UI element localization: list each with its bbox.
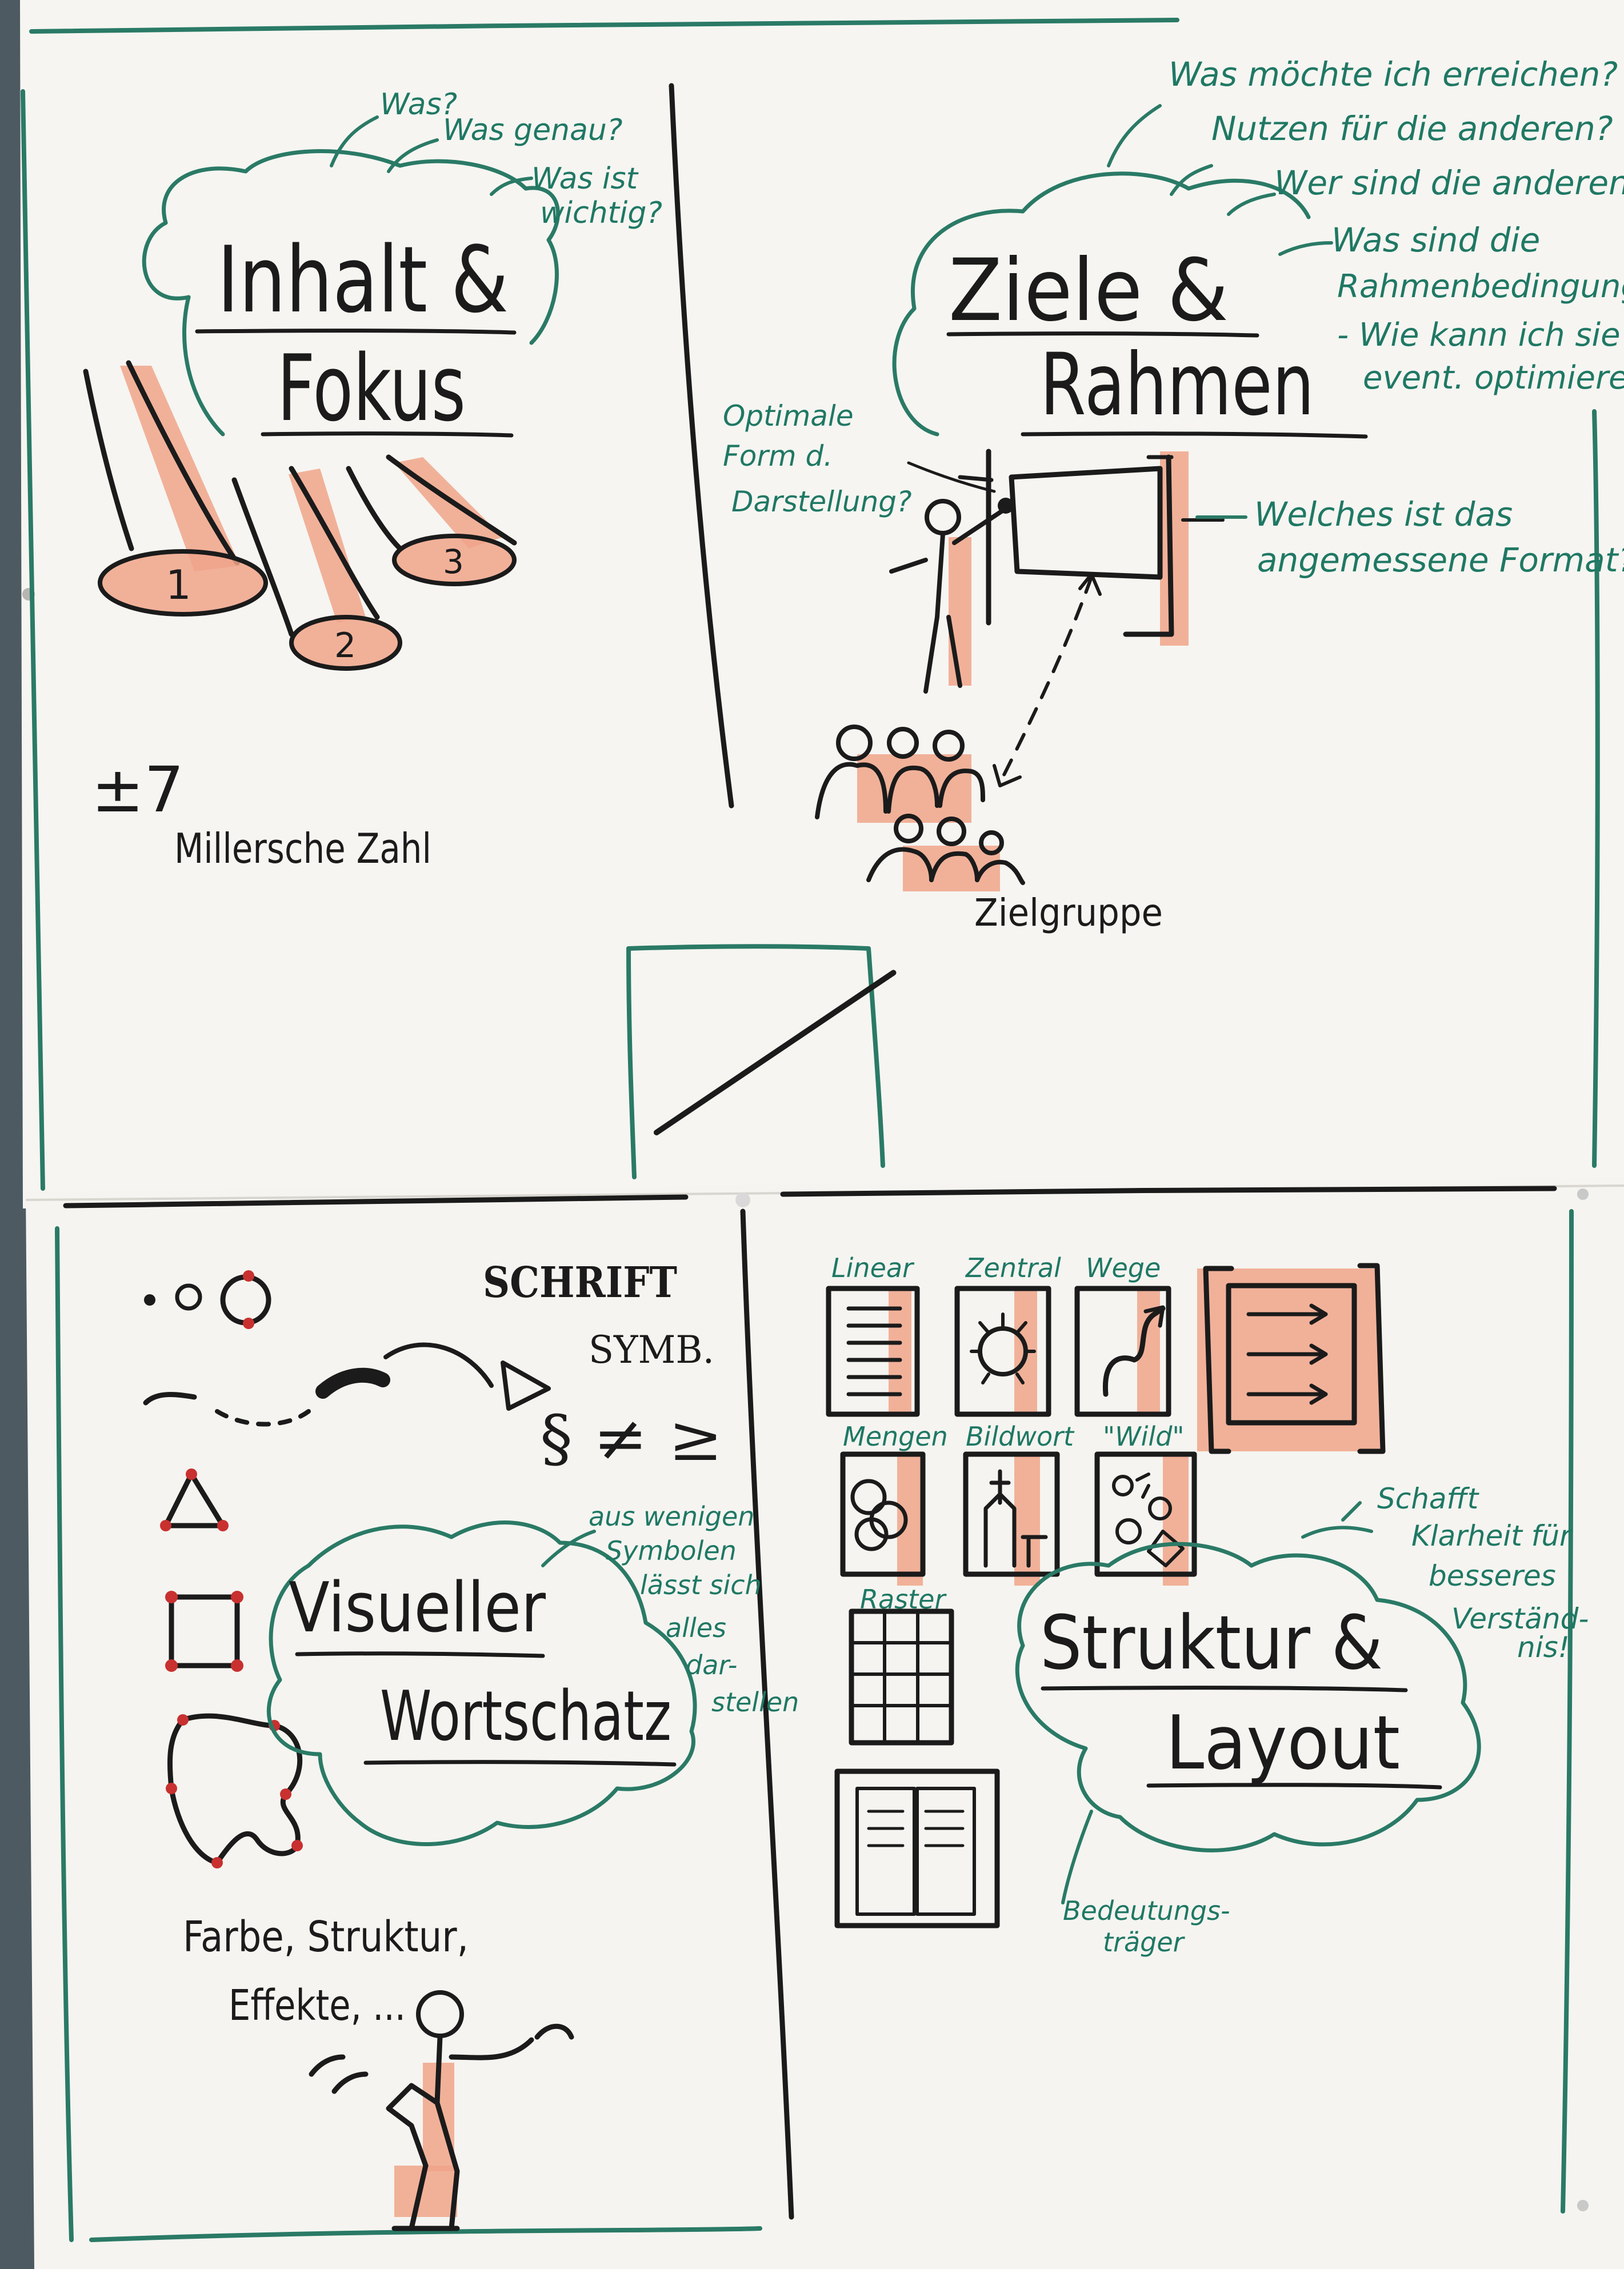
note-3: besseres <box>1429 1559 1556 1592</box>
question-wie-kann: - Wie kann ich sie <box>1337 317 1621 354</box>
spot-number-2: 2 <box>334 626 356 666</box>
layout-label-wege: Wege <box>1086 1252 1161 1283</box>
note-5: nis! <box>1517 1631 1570 1664</box>
title-fokus: Fokus <box>277 335 466 442</box>
word-symb: SYMB. <box>589 1328 714 1372</box>
spot-number-1: 1 <box>166 562 191 609</box>
form-note-2: Form d. <box>723 439 833 473</box>
note-2: Symbolen <box>606 1535 737 1566</box>
layout-label-bildwort: Bildwort <box>966 1421 1075 1452</box>
note-5: dar- <box>686 1650 737 1680</box>
note-2: Klarheit für <box>1411 1519 1573 1552</box>
miller-number: ±7 <box>91 753 184 826</box>
note-4: Verständ- <box>1451 1602 1589 1635</box>
meaning-note-1: Bedeutungs- <box>1063 1895 1230 1926</box>
question-nutzen: Nutzen für die anderen? <box>1211 109 1613 148</box>
quadrant-ziele-rahmen: Was möchte ich erreichen? Nutzen für die… <box>723 55 1624 935</box>
meaning-note-2: träger <box>1103 1927 1186 1958</box>
cloud-outline <box>142 149 560 345</box>
audience-label: Zielgruppe <box>974 891 1163 935</box>
figure-caption-1: Farbe, Struktur, <box>183 1912 469 1962</box>
title-visueller: Visueller <box>289 1568 546 1648</box>
title-ziele: Ziele & <box>949 241 1229 341</box>
pin <box>1577 1188 1589 1200</box>
title-rahmen: Rahmen <box>1040 335 1314 435</box>
note-1: Schafft <box>1377 1482 1480 1515</box>
question-was: Was? <box>380 87 457 122</box>
quadrant-visueller-wortschatz: SCHRIFT SYMB. § ≠ ≥ Visueller Wortschatz… <box>143 1258 799 2231</box>
title-inhalt: Inhalt & <box>217 226 509 333</box>
word-math-symbols: § ≠ ≥ <box>540 1402 723 1475</box>
note-1: aus wenigen <box>589 1501 754 1532</box>
word-schrift: SCHRIFT <box>483 1258 677 1307</box>
question-was-ist: Was ist <box>531 162 639 196</box>
title-struktur: Struktur & <box>1040 1599 1383 1686</box>
paper-top <box>20 0 1624 1208</box>
note-3: lässt sich <box>640 1570 762 1600</box>
title-layout: Layout <box>1166 1699 1400 1786</box>
layout-label-mengen: Mengen <box>843 1421 948 1452</box>
pin <box>735 1192 750 1207</box>
pin <box>1577 2200 1589 2211</box>
note-4: alles <box>666 1612 726 1643</box>
quadrant-struktur-layout: Linear Zentral Wege Mengen Bildwort "Wil… <box>826 1252 1589 1958</box>
form-note-3: Darstellung? <box>731 485 912 518</box>
layout-label-linear: Linear <box>831 1252 915 1283</box>
format-note-1: Welches ist das <box>1254 495 1513 534</box>
zeichn-logo <box>653 970 897 1135</box>
title-wortschatz: Wortschatz <box>380 1677 671 1756</box>
format-note-2: angemessene Format? <box>1257 541 1624 579</box>
spot-number-3: 3 <box>443 542 464 581</box>
cloud-outline <box>266 1520 697 1846</box>
cloud-outline <box>1015 1542 1481 1852</box>
frame-lines <box>21 18 1600 2242</box>
question-optimieren: event. optimieren <box>1363 359 1624 397</box>
form-note-1: Optimale <box>723 399 854 433</box>
quadrant-inhalt-fokus: Was? Was genau? Was ist wichtig? Inhalt … <box>83 87 662 873</box>
question-was-sind: Was sind die <box>1331 221 1540 259</box>
question-was-genau: Was genau? <box>443 113 622 147</box>
note-6: stellen <box>711 1687 799 1718</box>
layout-label-wild: "Wild" <box>1103 1421 1185 1452</box>
cloud-outline <box>892 171 1311 437</box>
cloud-tail <box>182 295 225 437</box>
figure-caption-2: Effekte, ... <box>229 1981 406 2030</box>
miller-label: Millersche Zahl <box>174 825 431 873</box>
question-wer: Wer sind die anderen? <box>1274 163 1624 202</box>
layout-label-zentral: Zentral <box>965 1252 1061 1283</box>
question-erreichen: Was möchte ich erreichen? <box>1169 55 1618 94</box>
question-wichtig: wichtig? <box>540 196 662 230</box>
question-rahmenbedingungen: Rahmenbedingungen <box>1337 268 1624 305</box>
